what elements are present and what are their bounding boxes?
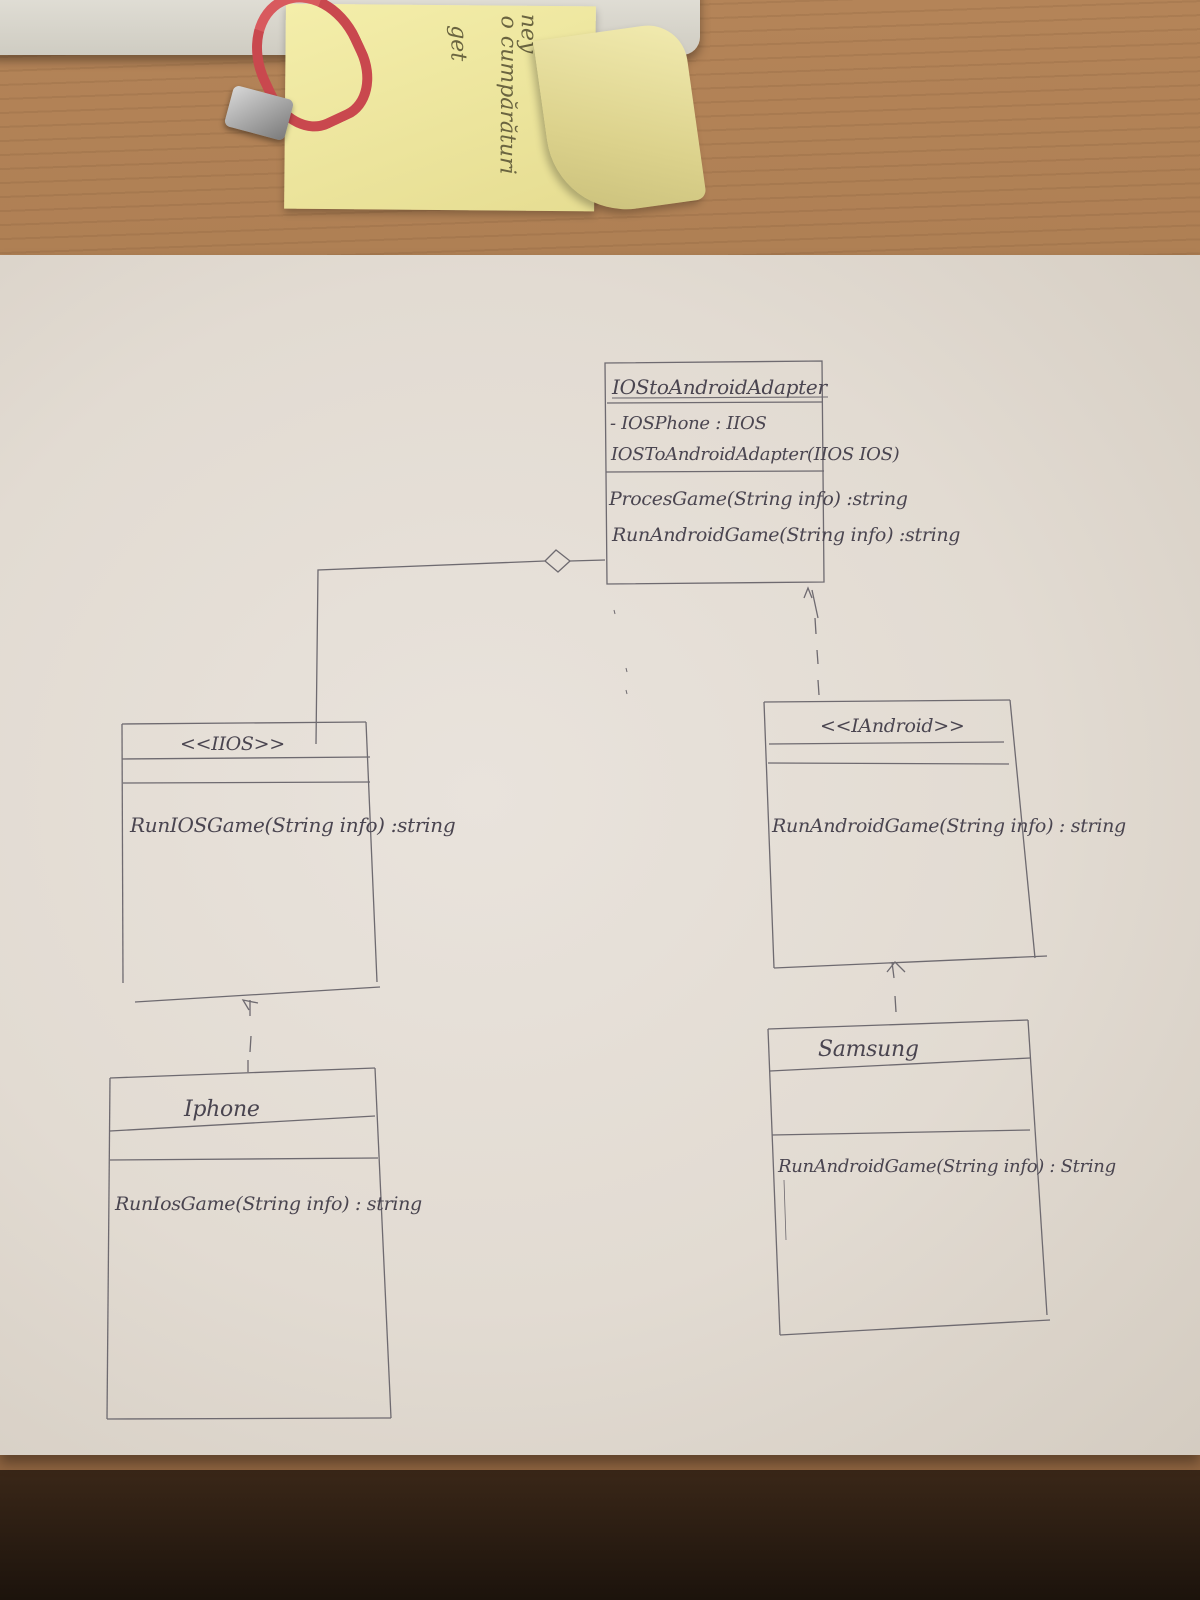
- android-interface-name: <<IAndroid>>: [820, 715, 964, 737]
- samsung-class-name: Samsung: [818, 1037, 919, 1062]
- realization-connector-iphone: [241, 999, 259, 1072]
- samsung-method: RunAndroidGame(String info) : String: [777, 1156, 1116, 1177]
- samsung-class-box: [767, 1019, 1051, 1336]
- realization-connector-adapter: [803, 586, 820, 696]
- android-interface-box: [763, 699, 1048, 969]
- realization-connector-samsung: [886, 961, 906, 1013]
- ios-interface-name: <<IIOS>>: [180, 733, 285, 755]
- adapter-constructor: IOSToAndroidAdapter(IIOS IOS): [610, 444, 900, 465]
- ios-interface-box: [121, 721, 381, 1003]
- aggregation-connector: [315, 549, 606, 745]
- adapter-attribute: - IOSPhone : IIOS: [610, 413, 767, 434]
- paper-sheet: [0, 255, 1200, 1455]
- floor-shadow: [0, 1470, 1200, 1600]
- adapter-class-box: [604, 360, 825, 585]
- iphone-class-name: Iphone: [183, 1097, 260, 1122]
- adapter-method: ProcesGame(String info) :string: [608, 488, 908, 510]
- android-interface-method: RunAndroidGame(String info) : string: [771, 815, 1126, 837]
- iphone-class-box: [106, 1067, 392, 1420]
- adapter-method: RunAndroidGame(String info) :string: [611, 524, 960, 546]
- adapter-class-name: IOStoAndroidAdapter: [611, 375, 828, 399]
- ios-interface-method: RunIOSGame(String info) :string: [129, 813, 455, 837]
- iphone-method: RunIosGame(String info) : string: [114, 1193, 422, 1215]
